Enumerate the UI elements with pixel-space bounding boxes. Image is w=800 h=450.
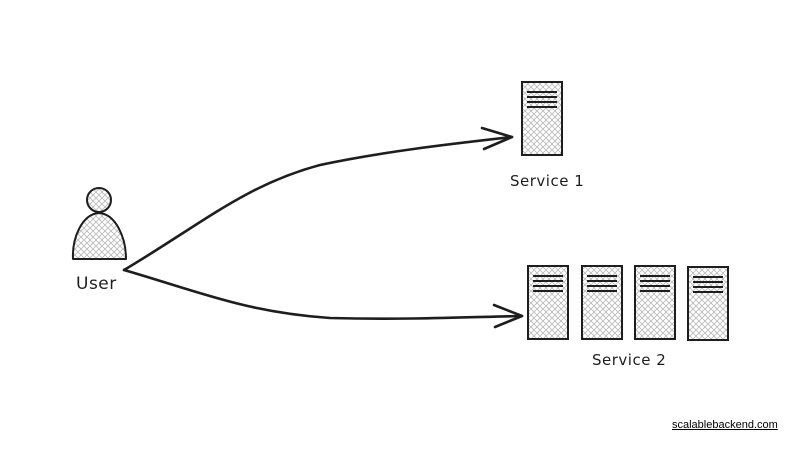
user-icon <box>71 187 127 260</box>
arrowhead-service1 <box>480 126 514 151</box>
service2-server-icon-3 <box>634 265 676 340</box>
service2-server-icon-4 <box>687 266 729 341</box>
service2-label: Service 2 <box>592 351 667 369</box>
user-label: User <box>76 274 117 294</box>
service1-server-icon <box>521 81 563 156</box>
service2-server-icon-2 <box>581 265 623 340</box>
edge-user-service2 <box>122 268 524 329</box>
service2-server-icon-1 <box>527 265 569 340</box>
arrowhead-service2 <box>492 303 524 329</box>
footer-link[interactable]: scalablebackend.com <box>672 419 778 431</box>
edge-user-service1 <box>122 126 514 272</box>
service1-label: Service 1 <box>510 172 585 190</box>
